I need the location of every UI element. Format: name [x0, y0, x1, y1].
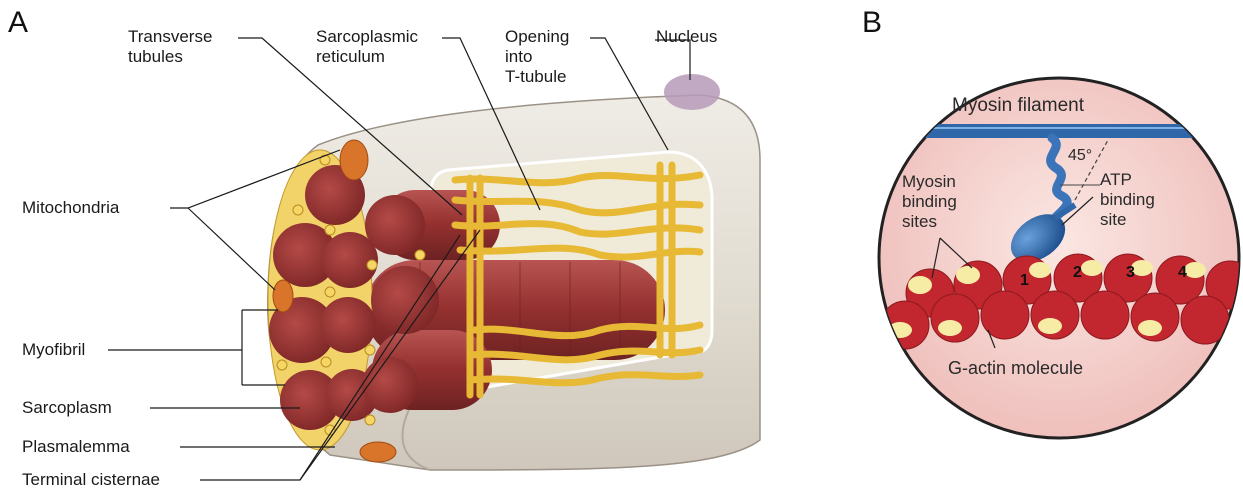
label-g-actin-molecule: G-actin molecule — [948, 358, 1083, 378]
mitochondrion-bottom — [360, 442, 396, 462]
label-opening-into-t-tubule: Opening into T-tubule — [505, 27, 569, 87]
label-mitochondria: Mitochondria — [22, 198, 119, 218]
label-sarcoplasmic-reticulum: Sarcoplasmic reticulum — [316, 27, 418, 67]
binding-site-1: 1 — [1020, 272, 1029, 290]
muscle-fiber — [108, 38, 760, 480]
mitochondrion-side — [273, 280, 293, 312]
label-myosin-filament: Myosin filament — [952, 96, 1084, 116]
label-sarcoplasm: Sarcoplasm — [22, 398, 112, 418]
panel-b-label: B — [862, 6, 882, 40]
label-myosin-binding-sites: Myosin binding sites — [902, 172, 957, 232]
label-atp-binding-site: ATP binding site — [1100, 170, 1155, 230]
panel-a-label: A — [8, 6, 28, 40]
cross-bridge-circle — [870, 78, 1243, 438]
label-terminal-cisternae: Terminal cisternae — [22, 470, 160, 490]
label-nucleus: Nucleus — [656, 27, 717, 47]
label-transverse-tubules: Transverse tubules — [128, 27, 212, 67]
binding-site-2: 2 — [1073, 264, 1082, 282]
label-myofibril: Myofibril — [22, 340, 85, 360]
binding-site-4: 4 — [1178, 264, 1187, 282]
label-plasmalemma: Plasmalemma — [22, 437, 130, 457]
mitochondrion-top — [340, 140, 368, 180]
binding-site-3: 3 — [1126, 264, 1135, 282]
label-angle: 45° — [1068, 146, 1092, 166]
nucleus-shape — [664, 74, 720, 110]
